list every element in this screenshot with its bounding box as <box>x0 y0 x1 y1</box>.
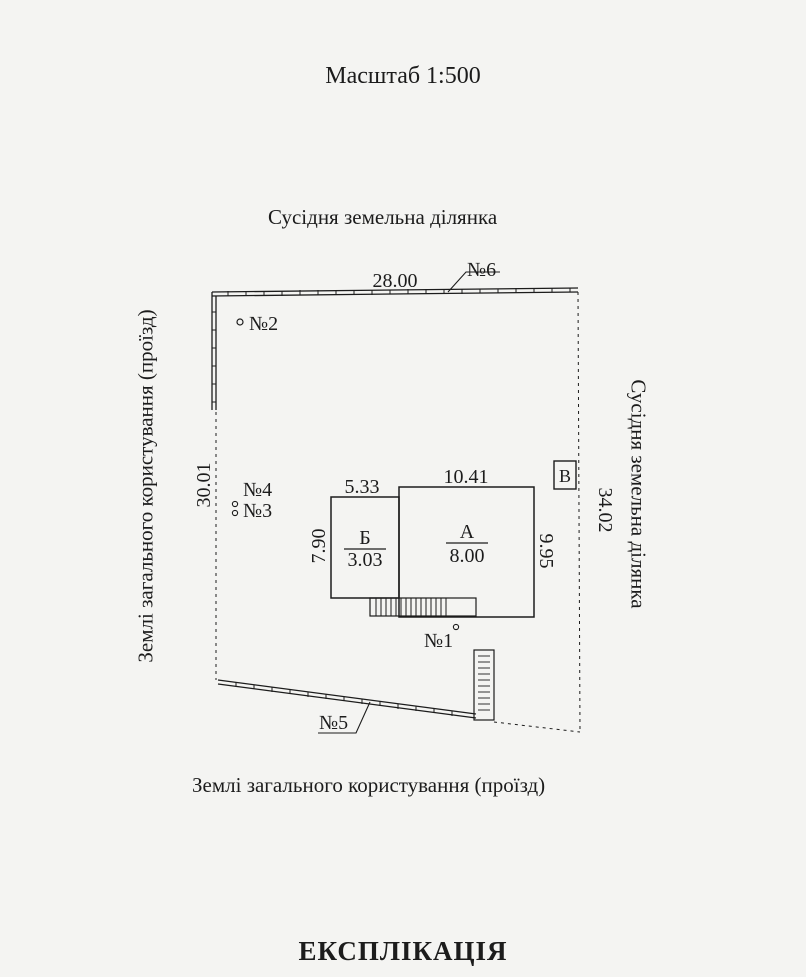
dashed-boundaries <box>215 291 581 733</box>
building-a <box>398 486 535 618</box>
marker-1-point <box>452 623 460 631</box>
building-b-depth: 7.90 <box>308 529 330 564</box>
marker-4-point <box>231 500 239 508</box>
marker-5-leader <box>318 701 371 734</box>
north-neighbor-label: Сусідня земельна ділянка <box>268 205 498 229</box>
building-b-width: 5.33 <box>345 476 380 498</box>
marker-2-point <box>236 318 244 326</box>
scale-label: Масштаб 1:500 <box>325 63 481 89</box>
marker-5-label: №5 <box>319 712 348 734</box>
marker-6-leader <box>447 271 500 293</box>
north-fence <box>211 287 579 297</box>
building-b-letter: Б <box>359 527 370 549</box>
marker-4-label: №4 <box>243 479 272 501</box>
building-a-width: 10.41 <box>444 466 489 488</box>
building-a-letter: А <box>460 521 475 543</box>
marker-1-label: №1 <box>424 630 453 652</box>
marker-3-point <box>231 509 239 517</box>
building-b-height: 3.03 <box>348 549 383 571</box>
west-dimension: 30.01 <box>193 463 215 508</box>
east-dimension: 34.02 <box>594 488 616 533</box>
south-fence <box>217 649 495 721</box>
building-a-height: 8.00 <box>450 545 485 567</box>
marker-6-label: №6 <box>467 259 496 281</box>
marker-2-label: №2 <box>249 313 278 335</box>
marker-3-label: №3 <box>243 500 272 522</box>
building-v-letter: В <box>559 466 571 486</box>
building-a-depth: 9.95 <box>535 534 557 569</box>
building-v <box>553 460 577 490</box>
porch-steps <box>369 597 477 617</box>
west-fence <box>211 292 217 410</box>
south-neighbor-label: Землі загального користування (проїзд) <box>192 773 546 797</box>
north-dimension: 28.00 <box>373 270 418 292</box>
legend-title: ЕКСПЛІКАЦІЯ <box>298 936 508 966</box>
